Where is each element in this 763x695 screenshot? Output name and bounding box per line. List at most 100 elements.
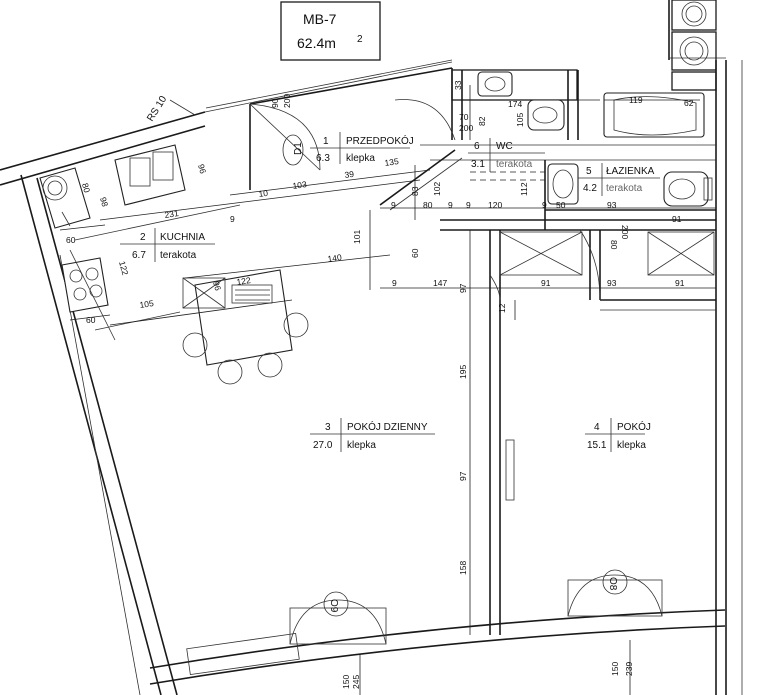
dim-text: 195 <box>458 365 468 379</box>
room-name: KUCHNIA <box>160 232 205 243</box>
unit-area-superscript: 2 <box>357 34 363 45</box>
room-floor: terakota <box>606 183 643 194</box>
window-tag-right: O8 <box>607 577 618 591</box>
dim-text: 239 <box>624 662 634 676</box>
dim-text: 83 <box>410 186 420 196</box>
dim-text: 80 <box>80 182 92 194</box>
dim-text: 9 <box>466 200 471 210</box>
dim-text: 150 <box>610 662 620 676</box>
dim-text: 147 <box>433 278 447 288</box>
room-floor: klepka <box>617 440 646 451</box>
room-floor: terakota <box>496 159 533 170</box>
bathroom-fixtures <box>470 71 713 207</box>
room-label-przedpokoj: 1 PRZEDPOKÓJ 6.3 klepka <box>310 132 414 164</box>
dim-text: 135 <box>384 156 400 168</box>
dim-text: 103 <box>292 179 308 191</box>
dim-text: 245 <box>351 675 361 689</box>
dimension-texts: 90 200 33 174 70 200 82 105 119 62 135 3… <box>66 80 694 689</box>
dim-text: 39 <box>344 169 355 180</box>
dim-text: 9 <box>448 200 453 210</box>
room-number: 5 <box>586 166 592 177</box>
room-floor: terakota <box>160 250 197 261</box>
room-name: WC <box>496 141 513 152</box>
dim-text: 105 <box>515 113 525 127</box>
dim-text: 82 <box>477 116 487 126</box>
room-name: POKÓJ DZIENNY <box>347 420 428 433</box>
room-number: 2 <box>140 232 146 243</box>
dim-text: 60 <box>410 248 420 258</box>
room-floor: klepka <box>346 153 375 164</box>
room-label-wc: 6 WC 3.1 terakota <box>468 138 545 172</box>
dim-text: 9 <box>542 200 547 210</box>
dim-text: 200 <box>620 225 630 239</box>
dim-text: 91 <box>541 278 551 288</box>
room-number: 6 <box>474 141 480 152</box>
dim-text: 91 <box>672 214 682 224</box>
dim-text: 80 <box>609 240 619 250</box>
dim-text: 9 <box>230 214 235 224</box>
dim-text: 9 <box>391 200 396 210</box>
dim-text: 70 <box>459 112 469 122</box>
room-number: 4 <box>594 422 600 433</box>
dim-text: 33 <box>453 80 463 90</box>
dim-text: 200 <box>459 123 473 133</box>
room-area: 27.0 <box>313 440 333 451</box>
room-number: 3 <box>325 422 331 433</box>
dim-text: 122 <box>117 260 130 277</box>
room-label-kuchnia: 2 KUCHNIA 6.7 terakota <box>120 228 215 262</box>
room-area: 3.1 <box>471 159 485 170</box>
unit-area: 62.4m <box>297 35 336 51</box>
door-tag-d1: D1 <box>293 142 304 155</box>
dim-text: 98 <box>98 196 110 208</box>
dim-text: 93 <box>607 278 617 288</box>
dim-text: 90 <box>270 98 280 108</box>
room-number: 1 <box>323 136 329 147</box>
dim-text: 140 <box>327 252 343 264</box>
dim-text: 80 <box>423 200 433 210</box>
dim-text: 120 <box>488 200 502 210</box>
dim-text: 60 <box>66 235 76 245</box>
dim-text: 231 <box>164 208 180 220</box>
room-name: PRZEDPOKÓJ <box>346 134 414 147</box>
dim-text: 9 <box>392 278 397 288</box>
dim-text: 60 <box>86 315 96 325</box>
unit-title-box: MB-7 62.4m 2 <box>280 1 381 61</box>
dim-text: 97 <box>458 283 468 293</box>
dim-text: 105 <box>139 298 155 310</box>
window-tag-left: O9 <box>328 599 339 613</box>
dim-text: 122 <box>236 275 252 287</box>
room-label-pokoj-dzienny: 3 POKÓJ DZIENNY 27.0 klepka <box>310 418 435 452</box>
dim-text: 150 <box>341 675 351 689</box>
room-area: 6.3 <box>316 153 330 164</box>
dim-text: 96 <box>196 163 208 175</box>
kitchen-fixtures <box>39 144 309 385</box>
dim-text: 96 <box>211 280 223 292</box>
dim-text: 10 <box>258 188 269 199</box>
dimension-lines <box>59 85 716 695</box>
unit-code: MB-7 <box>303 11 337 27</box>
room-floor: klepka <box>347 440 376 451</box>
dim-text: 102 <box>432 182 442 196</box>
room-area: 4.2 <box>583 183 597 194</box>
dim-text: 50 <box>556 200 566 210</box>
room-labels: 1 PRZEDPOKÓJ 6.3 klepka 2 KUCHNIA 6.7 te… <box>120 132 660 452</box>
dim-text: 101 <box>352 230 362 244</box>
dim-text: 91 <box>675 278 685 288</box>
room-area: 15.1 <box>587 440 607 451</box>
dim-text: 93 <box>607 200 617 210</box>
dim-text: 112 <box>519 182 529 196</box>
dim-text: 200 <box>282 94 292 108</box>
dim-text: 62 <box>684 98 694 108</box>
dim-text: 12 <box>497 303 507 313</box>
dim-text: 119 <box>629 95 643 105</box>
ventilation-tag: RS 10 <box>145 94 169 124</box>
dim-text: 158 <box>458 561 468 575</box>
dim-text: 97 <box>458 471 468 481</box>
room-area: 6.7 <box>132 250 146 261</box>
dim-text: 174 <box>508 99 522 109</box>
room-label-lazienka: 5 ŁAZIENKA 4.2 terakota <box>578 163 660 196</box>
room-label-pokoj: 4 POKÓJ 15.1 klepka <box>585 418 651 452</box>
room-name: ŁAZIENKA <box>606 166 655 177</box>
room-name: POKÓJ <box>617 420 651 433</box>
